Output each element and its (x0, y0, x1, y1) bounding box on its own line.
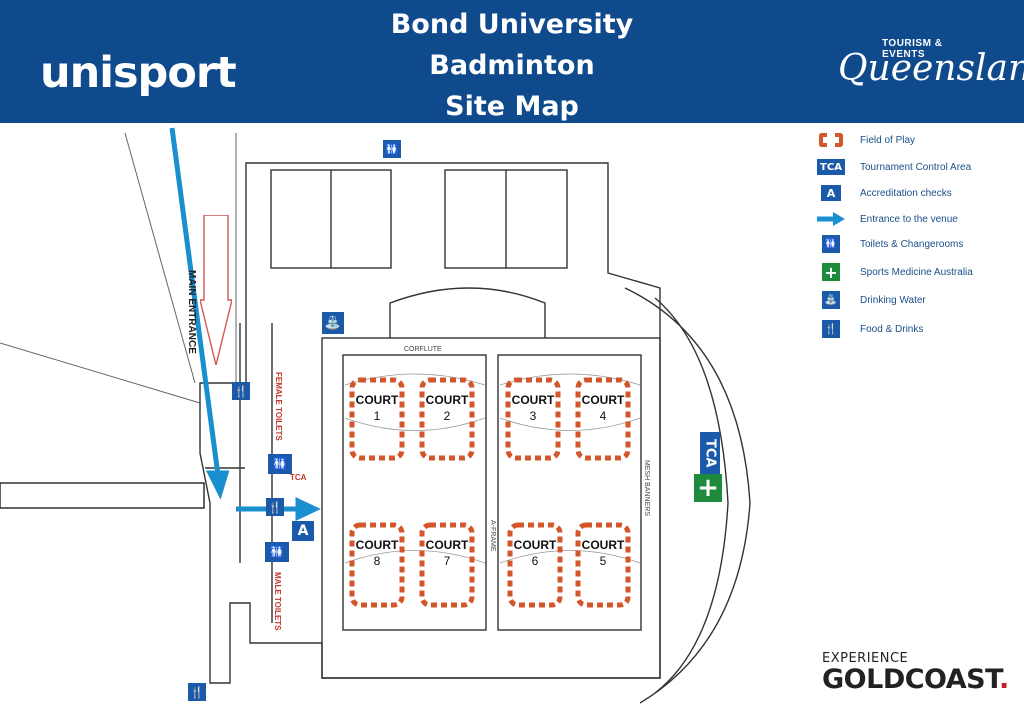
sports-medicine-icon: + (694, 473, 722, 503)
court-label: COURT (355, 538, 399, 552)
food-drinks-icon: 🍴 (266, 498, 284, 516)
drinking-water-icon: ⛲ (322, 312, 344, 334)
female-toilets-label: FEMALE TOILETS (274, 372, 283, 441)
court-label: COURT (425, 538, 469, 552)
legend-item-toilets: 🚻 Toilets & Changerooms (817, 235, 963, 253)
venue-floor-plan (0, 127, 751, 704)
header-banner: unisport Bond University Badminton Site … (0, 0, 1024, 123)
title-line-1: Bond University (390, 9, 634, 40)
court-5 (575, 522, 631, 608)
entrance-arrow-1 (169, 127, 221, 476)
experience-goldcoast-logo: EXPERIENCE GOLDCOAST. (822, 651, 1009, 695)
main-entrance-arrow (200, 215, 232, 365)
court-number: 5 (599, 554, 607, 568)
toilets-icon: 🚻 (265, 542, 289, 562)
goldcoast-text: GOLDCOAST. (822, 664, 1009, 695)
title-line-2: Badminton (429, 50, 595, 81)
tca-icon: TCA (817, 159, 845, 175)
entrance-walkway (0, 482, 205, 509)
court-6 (507, 522, 563, 608)
entrance-arrow-icon (817, 212, 845, 226)
court-number: 8 (373, 554, 381, 568)
court-label: COURT (425, 393, 469, 407)
court-label: COURT (511, 393, 555, 407)
court-label: COURT (513, 538, 557, 552)
entrance-arrow-1-head (205, 470, 230, 500)
toilets-icon: 🚻 (383, 140, 401, 158)
main-entrance-label: MAIN ENTRANCE (186, 270, 197, 354)
field-of-play-icon (819, 133, 843, 147)
page-title: Bond University Badminton Site Map (362, 4, 662, 127)
legend-item-field-of-play: Field of Play (817, 131, 915, 149)
mesh-banners-label: MESH BANNERS (643, 460, 650, 517)
court-number: 2 (443, 409, 451, 423)
court-7 (419, 522, 475, 608)
corflute-label: CORFLUTE (404, 346, 442, 353)
queensland-logo: Queensland (838, 48, 1024, 89)
food-drinks-icon: 🍴 (232, 382, 250, 400)
court-number: 3 (529, 409, 537, 423)
court-label: COURT (581, 393, 625, 407)
drinking-water-icon: ⛲ (822, 291, 840, 309)
experience-text: EXPERIENCE (822, 651, 909, 666)
court-label: COURT (355, 393, 399, 407)
sports-medicine-icon: + (822, 263, 840, 282)
toilets-icon: 🚻 (822, 235, 840, 253)
unisport-logo: unisport (40, 48, 237, 98)
legend-item-food-drinks: 🍴 Food & Drinks (817, 320, 923, 338)
entrance-arrow-2-head (295, 497, 321, 521)
building-outline (199, 162, 751, 704)
tca-small-label: TCA (290, 473, 307, 482)
male-toilets-label: MALE TOILETS (273, 572, 282, 631)
centre-label: A-FRAME (489, 520, 496, 552)
court-number: 6 (531, 554, 539, 568)
toilets-icon: 🚻 (268, 454, 292, 474)
tca-badge: TCA (700, 432, 720, 474)
court-number: 7 (443, 554, 451, 568)
court-number: 1 (373, 409, 381, 423)
food-drinks-icon: 🍴 (822, 320, 840, 338)
accreditation-icon: A (821, 185, 841, 201)
court-number: 4 (599, 409, 607, 423)
court-label: COURT (581, 538, 625, 552)
tourism-events-logo-text: TOURISM & EVENTS (882, 38, 943, 60)
legend-item-sports-medicine: + Sports Medicine Australia (817, 263, 973, 282)
legend-item-accreditation: A Accreditation checks (817, 184, 952, 202)
courts (349, 377, 631, 608)
accreditation-badge: A (292, 521, 314, 541)
title-line-3: Site Map (445, 91, 579, 122)
court-8 (349, 522, 405, 608)
legend-item-drinking-water: ⛲ Drinking Water (817, 291, 926, 309)
food-drinks-icon: 🍴 (188, 683, 206, 701)
legend-item-tca: TCA Tournament Control Area (817, 158, 971, 176)
legend-item-entrance: Entrance to the venue (817, 210, 958, 228)
road-lines (0, 132, 237, 404)
